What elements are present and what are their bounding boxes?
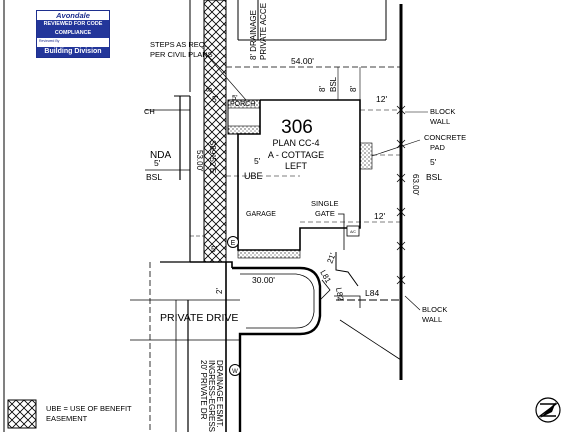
stamp-city: Avondale [56, 11, 90, 20]
marker-e-circle [227, 236, 239, 248]
dim-12-mid: 12' [374, 211, 385, 221]
label-nda: NDA [150, 150, 171, 161]
dim-53: 53.00' [195, 150, 204, 172]
concrete-pad [359, 142, 373, 170]
dim-bsl-right: BSL [426, 172, 442, 182]
stamp-banner: REVIEWED FOR CODE COMPLIANCE [37, 20, 109, 38]
label-steps: STEPS AS REQ. [150, 40, 207, 49]
lot-side: LEFT [285, 161, 308, 171]
label-ingress-1: 20' PRIVATE DR [199, 360, 208, 420]
dim-l84: L84 [365, 288, 379, 298]
dim-5-left: 5' [254, 156, 261, 166]
label-block-wall-bottom: BLOCK [422, 305, 447, 314]
drive-curb-outer [232, 266, 322, 432]
dim-5-right: 5' [430, 157, 437, 167]
label-ch: CH [144, 107, 155, 116]
garage-apron [237, 249, 301, 259]
review-stamp: Avondale REVIEWED FOR CODE COMPLIANCE Re… [36, 10, 110, 58]
dim-8-top-a: 8' [318, 86, 327, 92]
label-garage: GARAGE [246, 211, 276, 218]
lot-plan: PLAN CC-4 [272, 138, 319, 148]
label-gate: GATE [315, 209, 335, 218]
label-wall-top: WALL [430, 117, 450, 126]
legend-line2: EASEMENT [46, 414, 88, 423]
marker-w: W [232, 369, 238, 375]
dim-8-top-b: 8' [349, 86, 358, 92]
label-block-wall-top: BLOCK [430, 107, 455, 116]
label-wall-bottom: WALL [422, 315, 442, 324]
label-drainage: 8' DRAINAGE [249, 10, 258, 60]
dim-21: 21' [325, 251, 337, 264]
dim-l82: L82 [334, 287, 345, 302]
stamp-line1: REVIEWED FOR CODE [43, 21, 103, 27]
easement-hatch [203, 0, 227, 263]
dim-8-porch: 8' [205, 86, 214, 92]
label-per-civil: PER CIVIL PLANS [150, 50, 213, 59]
label-ingress-3: DRAINAGE ESMT. [215, 360, 224, 428]
legend-swatch [7, 399, 37, 429]
lot-elevation: A - COTTAGE [268, 150, 324, 160]
dim-2: 2' [215, 288, 224, 294]
ac-label: A/C [350, 230, 356, 234]
label-private-access: PRIVATE ACCE [259, 3, 268, 60]
ac-unit [346, 225, 360, 237]
legend-line1: UBE = USE OF BENEFIT [46, 404, 132, 413]
marker-w-circle [229, 364, 241, 376]
dim-bsl-left: BSL [146, 172, 162, 182]
dim-63: 63.00' [411, 174, 420, 196]
stamp-reviewer: Reviewed By [39, 39, 60, 43]
label-ube: UBE [244, 171, 263, 181]
label-private-drive: PRIVATE DRIVE [160, 312, 238, 324]
stamp-line2: COMPLIANCE [54, 30, 92, 36]
stamp-division: Building Division [37, 47, 109, 57]
label-ingress-2: INGRESS-EGRESS & [207, 360, 216, 432]
dim-30: 30.00' [252, 275, 275, 285]
marker-e: E [231, 240, 236, 247]
dim-5-porch: 5' [232, 93, 238, 102]
dim-5-vert2: 5' [211, 244, 218, 254]
dim-top: 54.00' [291, 56, 314, 66]
dim-12-top: 12' [376, 94, 387, 104]
north-arrow-icon [535, 397, 561, 423]
dim-bsl-top: BSL [329, 76, 338, 92]
label-pad: PAD [430, 143, 445, 152]
dim-bearing: S89°52'E [208, 140, 217, 173]
lot-number: 306 [281, 117, 313, 138]
dim-5-vert1: 5' [212, 94, 219, 104]
label-porch: PORCH [230, 101, 255, 108]
label-concrete: CONCRETE [424, 133, 466, 142]
dim-5-left-bsl: 5' [154, 158, 161, 168]
label-single: SINGLE [311, 199, 339, 208]
